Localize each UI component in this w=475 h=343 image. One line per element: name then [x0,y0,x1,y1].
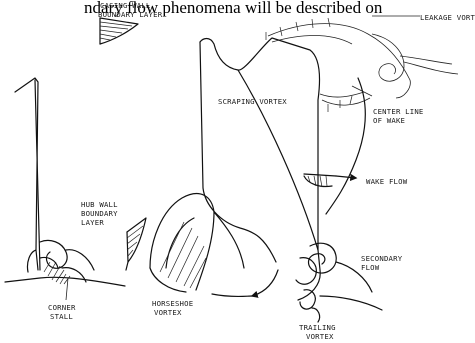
label-secondary-line1: SECONDARY [361,254,403,263]
label-scraping-vortex: SCRAPING VORTEX [218,97,287,106]
label-hub-wall-line1: HUB WALL [81,200,118,209]
wake-centerline [326,78,365,214]
hub-wall-profile [126,218,146,270]
leakage-vortex [372,34,458,81]
label-center-line-line2: OF WAKE [373,116,405,125]
label-horseshoe-line2: VORTEX [154,308,182,317]
label-secondary-line2: FLOW [361,263,380,272]
label-center-line-line1: CENTER LINE [373,107,424,116]
label-casing-wall-line2: BOUNDARY LAYER [98,10,163,19]
label-corner-stall-line2: STALL [50,312,73,321]
label-hub-wall-line3: LAYER [81,218,104,227]
label-hub-wall-line2: BOUNDARY [81,209,118,218]
label-casing-wall-line1: CASING WALL [100,1,151,10]
left-blade [5,78,125,286]
wake-flow-profile [304,174,356,187]
label-corner-stall-line1: CORNER [48,303,76,312]
horseshoe-vortex-shape [150,194,278,297]
label-trailing-line1: TRAILING [299,323,336,332]
label-trailing-line2: VORTEX [306,332,334,341]
label-leakage-vortex: LEAKAGE VORTEX [420,13,475,22]
label-horseshoe-line1: HORSESHOE [152,299,193,308]
center-blade [200,38,320,300]
scraping-vortex [266,18,410,112]
label-wake-flow: WAKE FLOW [366,177,408,186]
casing-wall-profile [100,18,138,44]
